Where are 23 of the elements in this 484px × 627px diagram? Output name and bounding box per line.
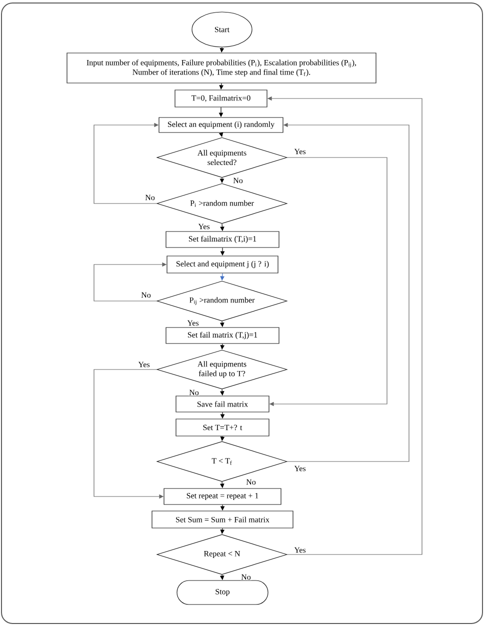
edge-label: Yes [186, 320, 200, 326]
process-box: Save fail matrix [176, 396, 270, 412]
terminal-oval: Start [192, 12, 252, 48]
edge-label: No [140, 292, 152, 298]
process-box: Set fail matrix (T,j)=1 [166, 327, 280, 344]
edge-label: No [188, 389, 200, 396]
process-box: Set repeat = repeat + 1 [164, 488, 282, 505]
edge-label: No [232, 177, 244, 184]
process-box: Set T=T+? t [176, 418, 270, 436]
edge-label: Yes [294, 148, 306, 155]
process-box: Set failmatrix (T,i)=1 [166, 231, 280, 248]
edge-label: No [240, 574, 252, 580]
process-box: Set Sum = Sum + Fail matrix [152, 510, 294, 528]
edge-label: Yes [294, 465, 306, 472]
edge-label: Yes [198, 223, 210, 230]
edge-label: Yes [294, 546, 306, 554]
process-box: T=0, Failmatrix=0 [174, 90, 268, 108]
edge-label: Yes [138, 361, 150, 368]
edge-label: No [144, 194, 156, 201]
process-box: Select an equipment (i) randomly [158, 117, 284, 133]
process-box: Select and equipment j (j ? i) [166, 256, 278, 274]
process-box: Input number of equipments, Failure probabilities (P$_{i}$), Escalation probabilities (P$_{ij}$), Number of iterations (N), Time step and final time (T$_{f}$). [66, 52, 376, 84]
terminal-box: Stop [176, 580, 268, 605]
